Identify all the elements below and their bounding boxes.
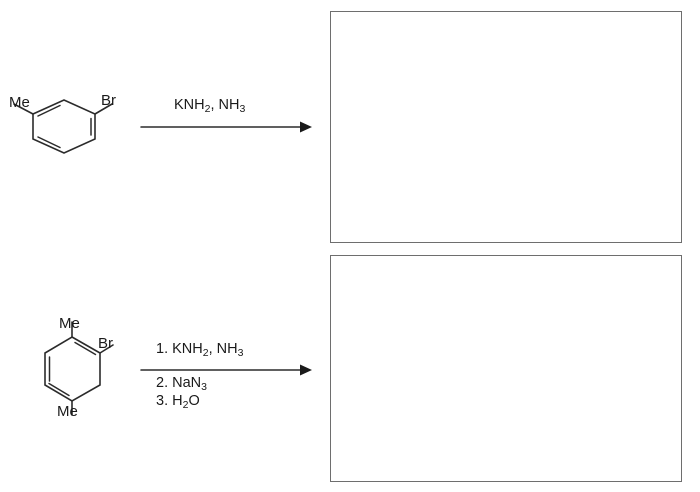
reaction-1-conditions-above: KNH2, NH3 xyxy=(174,97,245,114)
step-2-number: 2. xyxy=(156,375,169,391)
step-3-water-o: O xyxy=(188,393,200,409)
molecule-1-label-br: Br xyxy=(101,92,116,109)
reagent-nh3-separator: , NH xyxy=(210,97,240,113)
reagent-nh3-subscript: 3 xyxy=(239,103,246,115)
molecule-1-ring xyxy=(32,99,96,154)
molecule-2-bond-br xyxy=(99,344,114,354)
reaction-2-arrow xyxy=(140,364,312,376)
step-1-knh2-text: KNH xyxy=(172,341,203,357)
step-1-number: 1. xyxy=(156,341,169,357)
answer-box-1[interactable] xyxy=(330,11,682,243)
reaction-2-step-1: 1. KNH2, NH3 xyxy=(156,341,243,358)
molecule-2-ring xyxy=(44,336,101,402)
step-2-nan3-text: NaN xyxy=(172,375,202,391)
reagent-knh2-text: KNH xyxy=(174,97,205,113)
step-3-water-subscript: 2 xyxy=(182,399,189,411)
step-2-nan3-subscript: 3 xyxy=(201,381,207,393)
molecule-2-label-br: Br xyxy=(98,335,113,352)
step-3-number: 3. xyxy=(156,393,169,409)
reaction-1-arrow xyxy=(140,121,312,133)
molecule-2-label-me-bottom: Me xyxy=(57,403,78,420)
reaction-2-step-2: 2. NaN3 xyxy=(156,375,207,392)
reaction-2-step-3: 3. H2O xyxy=(156,393,200,410)
reagent-knh2-subscript: 2 xyxy=(204,103,211,115)
answer-box-2[interactable] xyxy=(330,255,682,482)
molecule-1-bond-me xyxy=(13,103,34,115)
step-1-nh3-separator: , NH xyxy=(208,341,238,357)
step-1-knh2-subscript: 2 xyxy=(202,347,209,359)
step-3-water-h: H xyxy=(172,393,183,409)
step-1-nh3-subscript: 3 xyxy=(237,347,244,359)
molecule-2-label-me-top: Me xyxy=(59,315,80,332)
molecule-1-bond-br xyxy=(94,103,113,115)
molecule-1-label-me: Me xyxy=(9,94,30,111)
